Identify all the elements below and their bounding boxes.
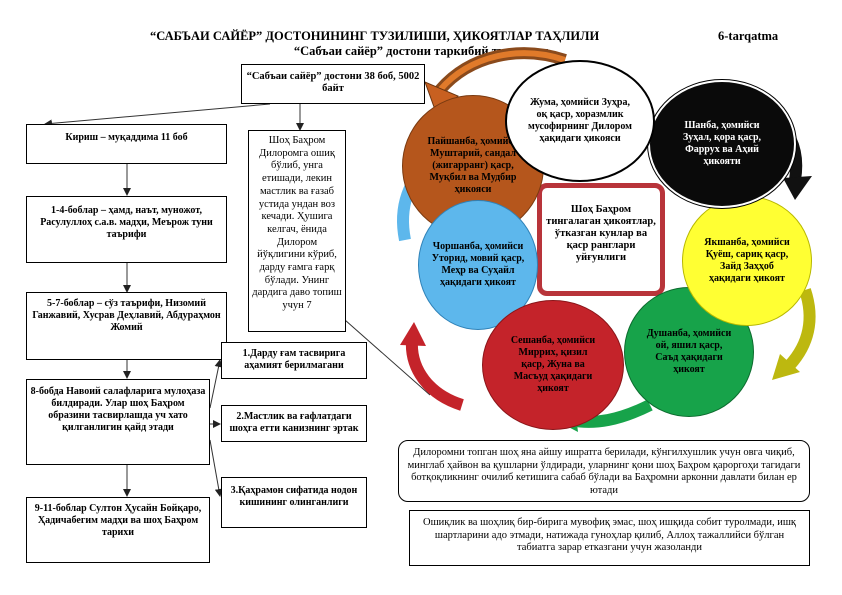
circle-yakshanba: Якшанба, ҳомийси Қуёш, сариқ қаср, Зайд … bbox=[682, 196, 812, 326]
chain-box-8: 8-бобда Навоий салафларига мулоҳаза билд… bbox=[26, 379, 210, 465]
circle-shanba-text: Шанба, ҳомийси Зуҳал, қора қаср, Фаррух … bbox=[682, 120, 762, 167]
error-box-3: 3.Қаҳрамон сифатида нодон кишининг олинг… bbox=[221, 477, 367, 528]
circle-dushanba-text: Душанба, ҳомийси ой, яшил қаср, Саъд ҳақ… bbox=[646, 328, 732, 375]
page-title: “САБЪАИ САЙЁР” ДОСТОНИНИНГ ТУЗИЛИШИ, ҲИК… bbox=[150, 29, 600, 43]
circle-seshanba-text: Сешанба, ҳомийси Миррих, қизил қаср, Жун… bbox=[510, 335, 596, 394]
circle-juma: Жума, ҳомийси Зуҳра, оқ қаср, хоразмлик … bbox=[505, 60, 655, 182]
story-intro-box: Шоҳ Баҳром Дилоромга ошиқ бўлиб, унга ет… bbox=[248, 130, 346, 332]
error-box-2: 2.Мастлик ва ғафлатдаги шоҳга етти каниз… bbox=[221, 405, 367, 442]
chain-box-intro: Кириш – муқаддима 11 боб bbox=[26, 124, 227, 164]
circle-shanba: Шанба, ҳомийси Зуҳал, қора қаср, Фаррух … bbox=[648, 80, 796, 208]
circle-yakshanba-text: Якшанба, ҳомийси Қуёш, сариқ қаср, Зайд … bbox=[704, 237, 790, 284]
circle-payshanba-text: Пайшанба, ҳомийси Муштарий, сандал (жига… bbox=[427, 136, 519, 195]
outcome-box: Дилоромни топган шоҳ яна айшу ишратга бе… bbox=[398, 440, 810, 502]
root-box: “Сабъаи сайёр” достони 38 боб, 5002 байт bbox=[241, 64, 425, 104]
chain-box-1-4: 1-4-боблар – ҳамд, наът, муножот, Расулу… bbox=[26, 196, 227, 263]
circle-juma-text: Жума, ҳомийси Зуҳра, оқ қаср, хоразмлик … bbox=[528, 97, 632, 144]
circle-seshanba: Сешанба, ҳомийси Миррих, қизил қаср, Жун… bbox=[482, 300, 624, 430]
center-text-box: Шоҳ Баҳром тингалаган ҳикоятлар, ўтказга… bbox=[537, 183, 665, 296]
chain-box-9-11: 9-11-боблар Султон Ҳусайн Бойқаро, Ҳадич… bbox=[26, 497, 210, 563]
tarqatma-label: 6-tarqatma bbox=[718, 29, 779, 43]
conclusion-box: Ошиқлик ва шоҳлиқ бир-бирига мувофиқ эма… bbox=[409, 510, 810, 566]
chain-box-5-7: 5-7-боблар – сўз таърифи, Низомий Ганжав… bbox=[26, 292, 227, 360]
circle-chorshanba-text: Чоршанба, ҳомийси Уторид, мовий қаср, Ме… bbox=[431, 241, 525, 288]
error-box-1: 1.Дарду ғам тасвирига аҳамият берилмаган… bbox=[221, 342, 367, 379]
